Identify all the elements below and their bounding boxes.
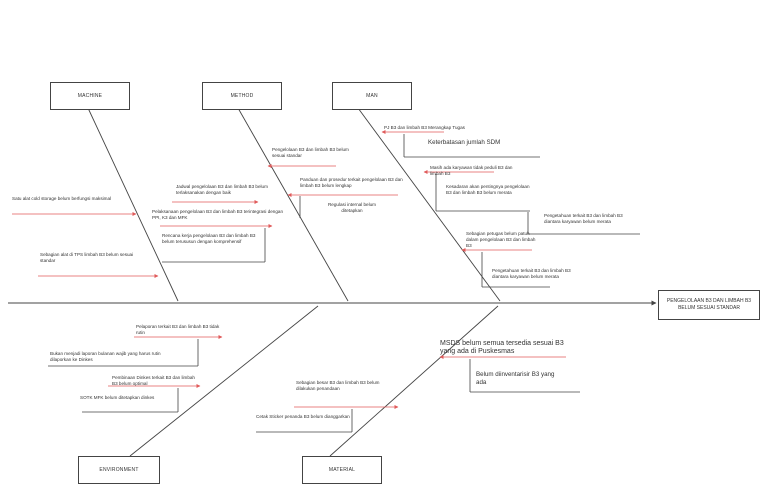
man-cause-6: Sebagian petugas belum patuh dalam penge… (466, 231, 536, 248)
env-cause-3: Pembinaan Dinkes terkait B3 dan limbah B… (112, 375, 195, 386)
env-cause-2: Bukan menjadi laporan bulanan wajib yang… (50, 351, 161, 362)
man-cause-7: Pengetahuan terkait B3 dan limbah B3 dia… (492, 268, 571, 279)
material-cause-3: Sebagian besar B3 dan limbah B3 belum di… (296, 380, 380, 391)
category-method: METHOD (202, 82, 282, 110)
machine-cause-2: Sebagian alat di TPS limbah B3 belum ses… (40, 252, 134, 263)
effect-box: PENGELOLAAN B3 DAN LIMBAH B3 BELUM SESUA… (658, 290, 760, 320)
method-cause-6: Rencana kerja pengelolaan B3 dan limbah … (162, 233, 256, 244)
bone-method (237, 107, 349, 302)
category-environment: ENVIRONMENT (78, 456, 160, 484)
method-cause-3: Regulasi internal belum ditetapkan (327, 202, 376, 213)
material-cause-4: Cetak Sticker penanda B3 belum dianggark… (256, 414, 350, 419)
man-cause-5: Pengetahuan terkait B3 dan limbah B3 dia… (544, 213, 623, 224)
bone-man (357, 107, 501, 302)
bone-environment (129, 305, 319, 457)
bone-material (329, 305, 499, 457)
method-cause-5: Pelaksanaan pengelolaan B3 dan limbah B3… (152, 209, 284, 220)
man-cause-4: Kesadaran akan pentingnya pengelolaan B3… (446, 184, 530, 195)
category-machine: MACHINE (50, 82, 130, 110)
env-cause-4: SOTK MFK belum ditetapkan dinkes (80, 395, 155, 400)
machine-cause-1: Satu alat cold storage belum berfungsi m… (12, 196, 112, 201)
material-cause-2: Belum diinventarisir B3 yang ada (476, 371, 555, 386)
man-cause-3: Masih ada karyawan tidak peduli B3 dan l… (430, 165, 513, 176)
man-cause-1: PJ B3 dan limbah B3 Merangkap Tugas (384, 125, 465, 130)
method-cause-1: Pengelolaan B3 dan limbah B3 belum sesua… (272, 147, 349, 158)
material-cause-1: MSDS belum semua tersedia sesuai B3 yang… (440, 340, 564, 356)
method-cause-2: Panduan dan prosedur terkait pengelolaan… (300, 177, 403, 188)
method-cause-4: Jadwal pengelolaan B3 dan limbah B3 belu… (176, 184, 268, 195)
category-man: MAN (332, 82, 412, 110)
category-material: MATERIAL (302, 456, 382, 484)
env-cause-1: Pelaporan terkait B3 dan limbah B3 tidak… (136, 324, 220, 335)
bone-machine (87, 107, 179, 302)
man-cause-2: Keterbatasan jumlah SDM (428, 139, 501, 146)
